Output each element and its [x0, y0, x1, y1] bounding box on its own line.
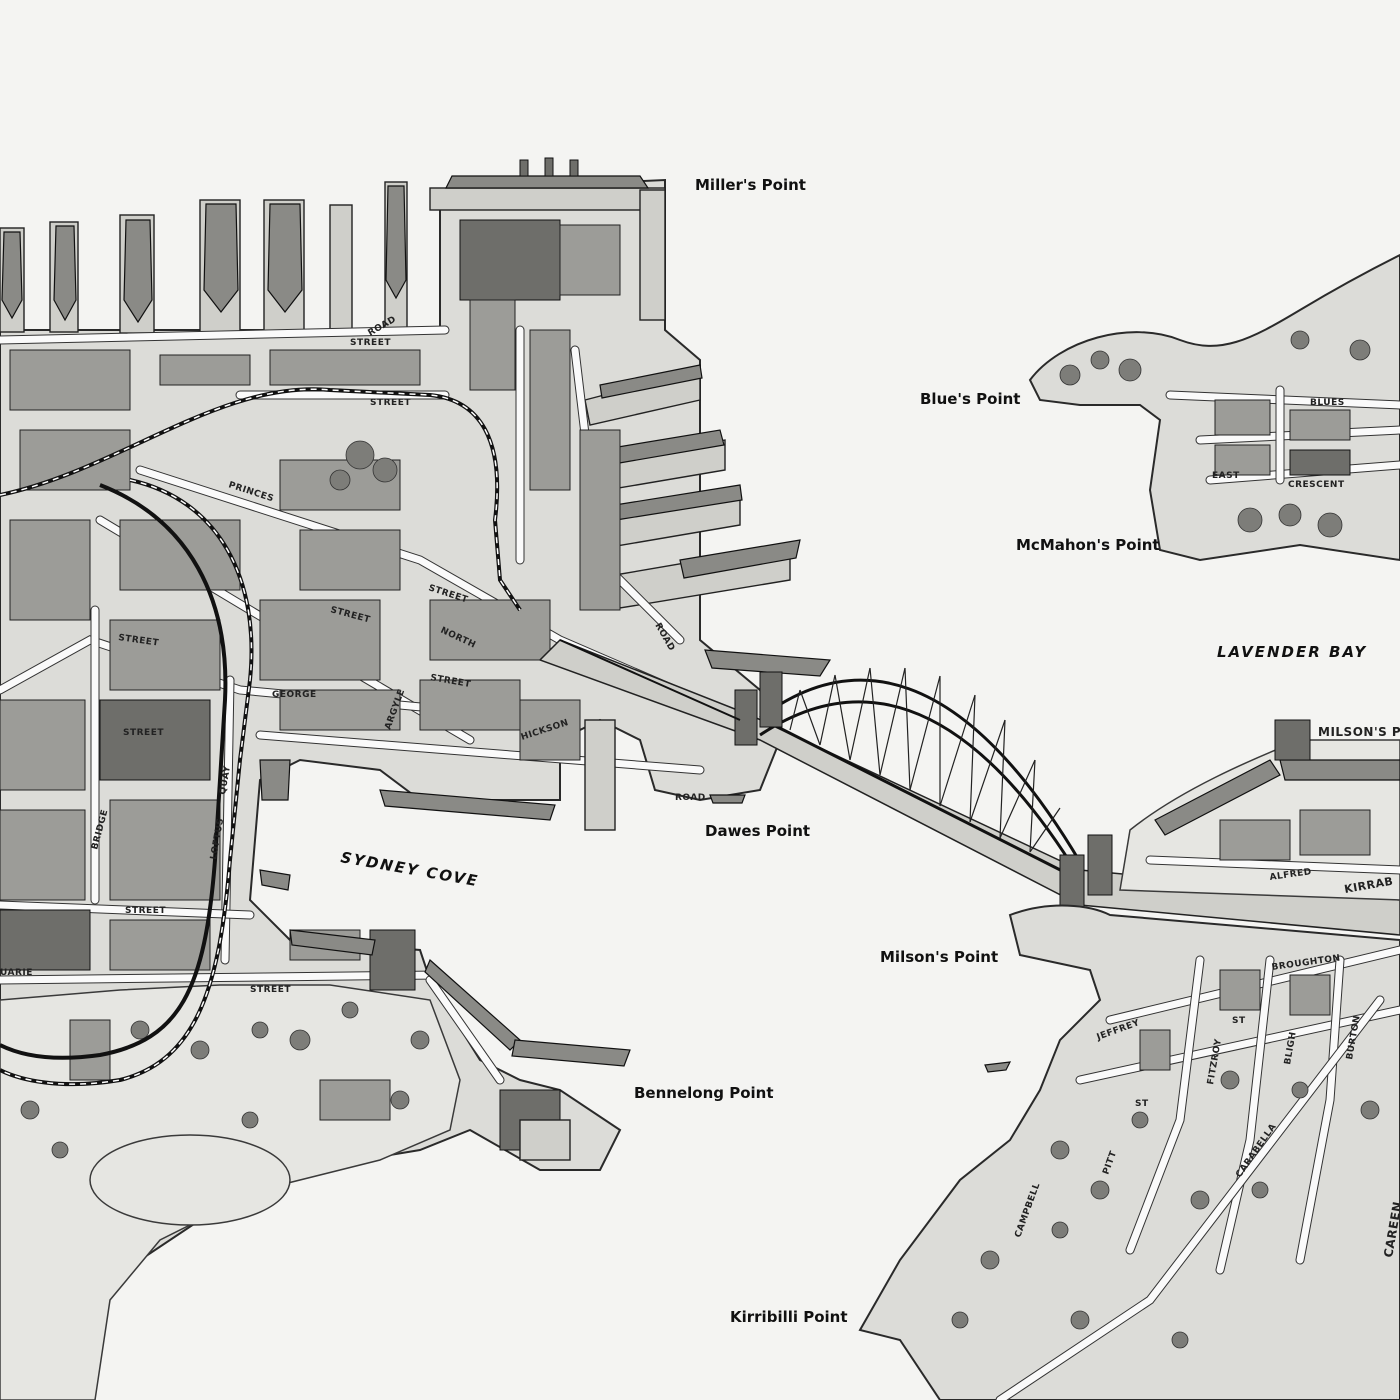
walsh-bay-wharves	[584, 364, 832, 677]
city-buildings	[0, 219, 621, 1151]
street-road: ROAD	[675, 793, 706, 803]
street-label: STREET	[123, 728, 164, 738]
label-mcmahons-point: McMahon's Point	[1016, 536, 1160, 554]
label-millers-point: Miller's Point	[695, 176, 806, 194]
street-label: STREET	[370, 398, 411, 408]
street-george: GEORGE	[272, 690, 317, 700]
street-blues: BLUES	[1310, 398, 1345, 408]
label-milsons-point-north: MILSON'S PO	[1318, 725, 1400, 739]
railway	[0, 387, 522, 1087]
place-labels: Miller's Point Blue's Point McMahon's Po…	[339, 176, 1400, 1326]
label-lavender-bay: LAVENDER BAY	[1217, 643, 1367, 661]
harbour-boats	[709, 794, 1012, 1073]
street-st: ST	[1232, 1016, 1246, 1026]
kirribilli-land	[858, 719, 1400, 1400]
finger-wharves	[0, 181, 408, 334]
street-label: STREET	[350, 338, 391, 348]
street-crescent: CRESCENT	[1288, 480, 1345, 490]
label-dawes-point: Dawes Point	[705, 822, 810, 840]
street-macquarie: UARIE	[0, 968, 33, 978]
street-label: STREET	[250, 985, 291, 995]
millers-point-pier	[429, 157, 666, 321]
label-blues-point: Blue's Point	[920, 390, 1020, 408]
circular-quay-ships	[259, 719, 631, 1161]
street-east: EAST	[1212, 471, 1240, 481]
blues-point-land	[1028, 253, 1400, 562]
street-st: ST	[1135, 1099, 1149, 1109]
label-bennelong-point: Bennelong Point	[634, 1084, 774, 1102]
street-label: STREET	[125, 906, 166, 916]
label-kirribilli-point: Kirribilli Point	[730, 1308, 848, 1326]
city-trees	[20, 440, 430, 1159]
harbour-bridge	[538, 639, 1400, 936]
label-milsons-point: Milson's Point	[880, 948, 998, 966]
